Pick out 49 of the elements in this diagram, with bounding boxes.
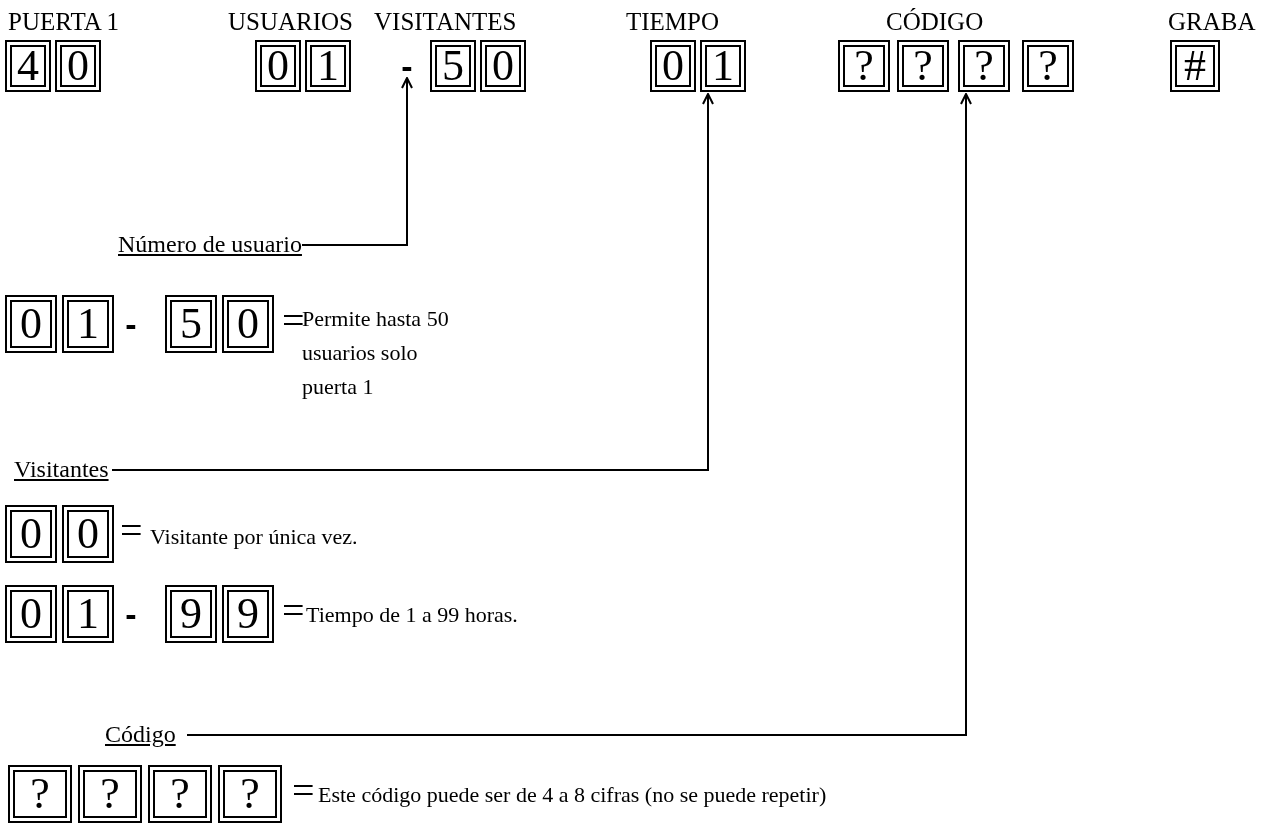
leader-line [301, 77, 413, 246]
keypad-key: 1 [62, 585, 114, 643]
dash-separator: - [124, 314, 138, 334]
equals-sign: = [282, 596, 305, 626]
keypad-key: 9 [222, 585, 274, 643]
keypad-key: ? [838, 40, 890, 92]
keypad-key: 5 [165, 295, 217, 353]
equals-sign: = [292, 776, 315, 806]
keypad-key: 1 [700, 40, 746, 92]
equals-sign: = [120, 516, 143, 546]
dash-separator: - [124, 604, 138, 624]
keypad-key: 9 [165, 585, 217, 643]
keypad-key: 1 [305, 40, 351, 92]
leader-label: Número de usuario [118, 230, 300, 260]
keypad-key: ? [897, 40, 949, 92]
leader-label: Visitantes [14, 455, 110, 485]
keypad-key: 0 [480, 40, 526, 92]
keypad-key: 4 [5, 40, 51, 92]
leader-line [111, 93, 714, 471]
keypad-key: 0 [5, 505, 57, 563]
keypad-key: 0 [62, 505, 114, 563]
keypad-key: ? [78, 765, 142, 823]
field-heading: TIEMPO [626, 8, 720, 36]
description-text: Visitante por única vez. [150, 523, 359, 551]
keypad-key: ? [148, 765, 212, 823]
keypad-key: ? [958, 40, 1010, 92]
leader-label: Código [105, 720, 185, 750]
leader-line [186, 93, 972, 736]
field-heading: USUARIOS [228, 8, 354, 36]
keypad-key: 1 [62, 295, 114, 353]
keypad-key: 0 [55, 40, 101, 92]
keypad-key: 0 [222, 295, 274, 353]
keypad-key: 5 [430, 40, 476, 92]
description-text: Tiempo de 1 a 99 horas. [306, 601, 519, 629]
field-heading: CÓDIGO [886, 8, 984, 36]
field-heading: VISITANTES [374, 8, 517, 36]
field-heading: GRABA [1168, 8, 1256, 36]
keypad-key: # [1170, 40, 1220, 92]
dash-separator: - [396, 56, 418, 76]
keypad-key: ? [1022, 40, 1074, 92]
keypad-key: ? [8, 765, 72, 823]
keypad-key: 0 [255, 40, 301, 92]
keypad-key: ? [218, 765, 282, 823]
keypad-key: 0 [5, 585, 57, 643]
keypad-key: 0 [5, 295, 57, 353]
field-heading: PUERTA 1 [8, 8, 120, 36]
description-text: Este código puede ser de 4 a 8 cifras (no se puede repetir) [318, 781, 828, 809]
description-text: Permite hasta 50 usuarios solo puerta 1 [302, 305, 450, 401]
keypad-key: 0 [650, 40, 696, 92]
